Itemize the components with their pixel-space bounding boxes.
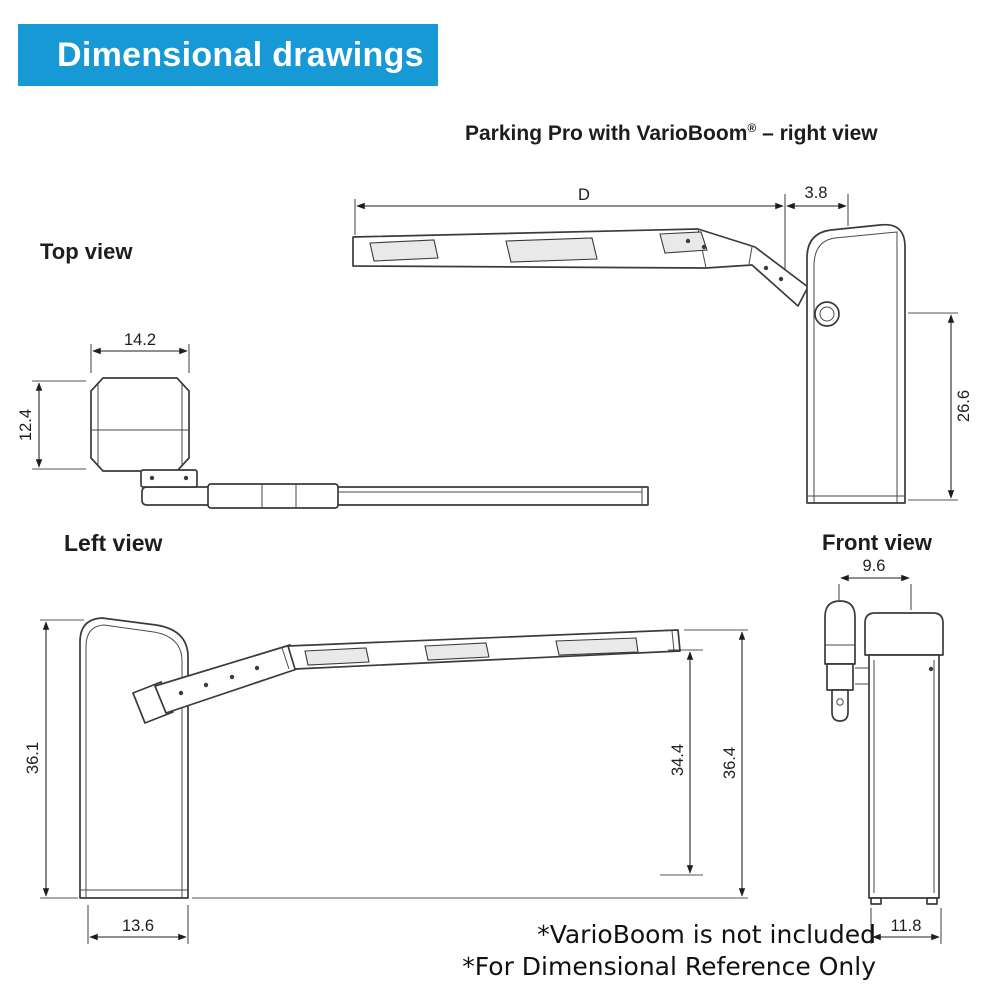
registered-trademark: ® — [747, 121, 757, 135]
boom-slot — [369, 239, 439, 262]
boom-bracket-front-view — [826, 663, 854, 691]
page-title: Dimensional drawings — [57, 35, 424, 74]
dim-label-base-width: 11.8 — [891, 917, 922, 935]
front-view-label: Front view — [822, 530, 933, 555]
boom-slot — [424, 642, 490, 661]
dim-label-boom-top-height: 36.4 — [721, 747, 739, 779]
header-bar: Dimensional drawings — [18, 24, 438, 86]
footnotes: *VarioBoom is not included *For Dimensio… — [462, 919, 876, 983]
boom-clamp-top-view — [207, 483, 339, 509]
dim-label-overall-height: 36.1 — [24, 742, 42, 774]
footnote-reference: *For Dimensional Reference Only — [462, 952, 876, 981]
drawing-title-suffix: – right view — [756, 122, 878, 145]
drawing-title-main: Parking Pro with VarioBoom — [465, 122, 748, 145]
boom-front-view — [824, 600, 856, 665]
dim-label-boom-offset: 3.8 — [805, 184, 828, 202]
top-view-label: Top view — [40, 239, 133, 264]
dim-label-housing-width: 14.2 — [124, 331, 156, 349]
footnote-varioboom: *VarioBoom is not included — [537, 920, 876, 949]
boom-slot — [505, 237, 598, 263]
housing-left-view — [79, 617, 189, 899]
housing-foot — [870, 897, 882, 905]
housing-foot — [926, 897, 938, 905]
left-view-drawing: 36.1 34.4 36.4 13.6 — [24, 617, 748, 944]
dim-label-pivot-height: 26.6 — [955, 390, 973, 422]
top-view-drawing: 14.2 12.4 — [17, 331, 649, 509]
boom-slot — [659, 231, 708, 254]
dim-label-top-width: 9.6 — [863, 557, 886, 575]
housing-cap-front-view — [864, 612, 944, 656]
boom-pivot-icon — [814, 301, 840, 327]
dim-label-base-depth: 13.6 — [122, 917, 154, 935]
housing-top-view — [90, 377, 190, 472]
boom-flange-top-view — [140, 469, 198, 488]
dim-label-boom-length: D — [578, 186, 590, 204]
front-view-drawing: 9.6 11.8 — [824, 557, 944, 944]
drawing-title: Parking Pro with VarioBoom® – right view — [465, 121, 878, 146]
housing-right-view — [806, 223, 906, 504]
dim-label-housing-depth: 12.4 — [17, 409, 35, 441]
boom-slot — [555, 637, 639, 656]
housing-body-front-view — [868, 654, 940, 899]
left-view-label: Left view — [64, 530, 163, 556]
boom-slot — [304, 647, 370, 666]
dim-label-boom-underside-height: 34.4 — [669, 744, 687, 776]
right-view-drawing: D 3.8 26.6 — [352, 184, 973, 504]
